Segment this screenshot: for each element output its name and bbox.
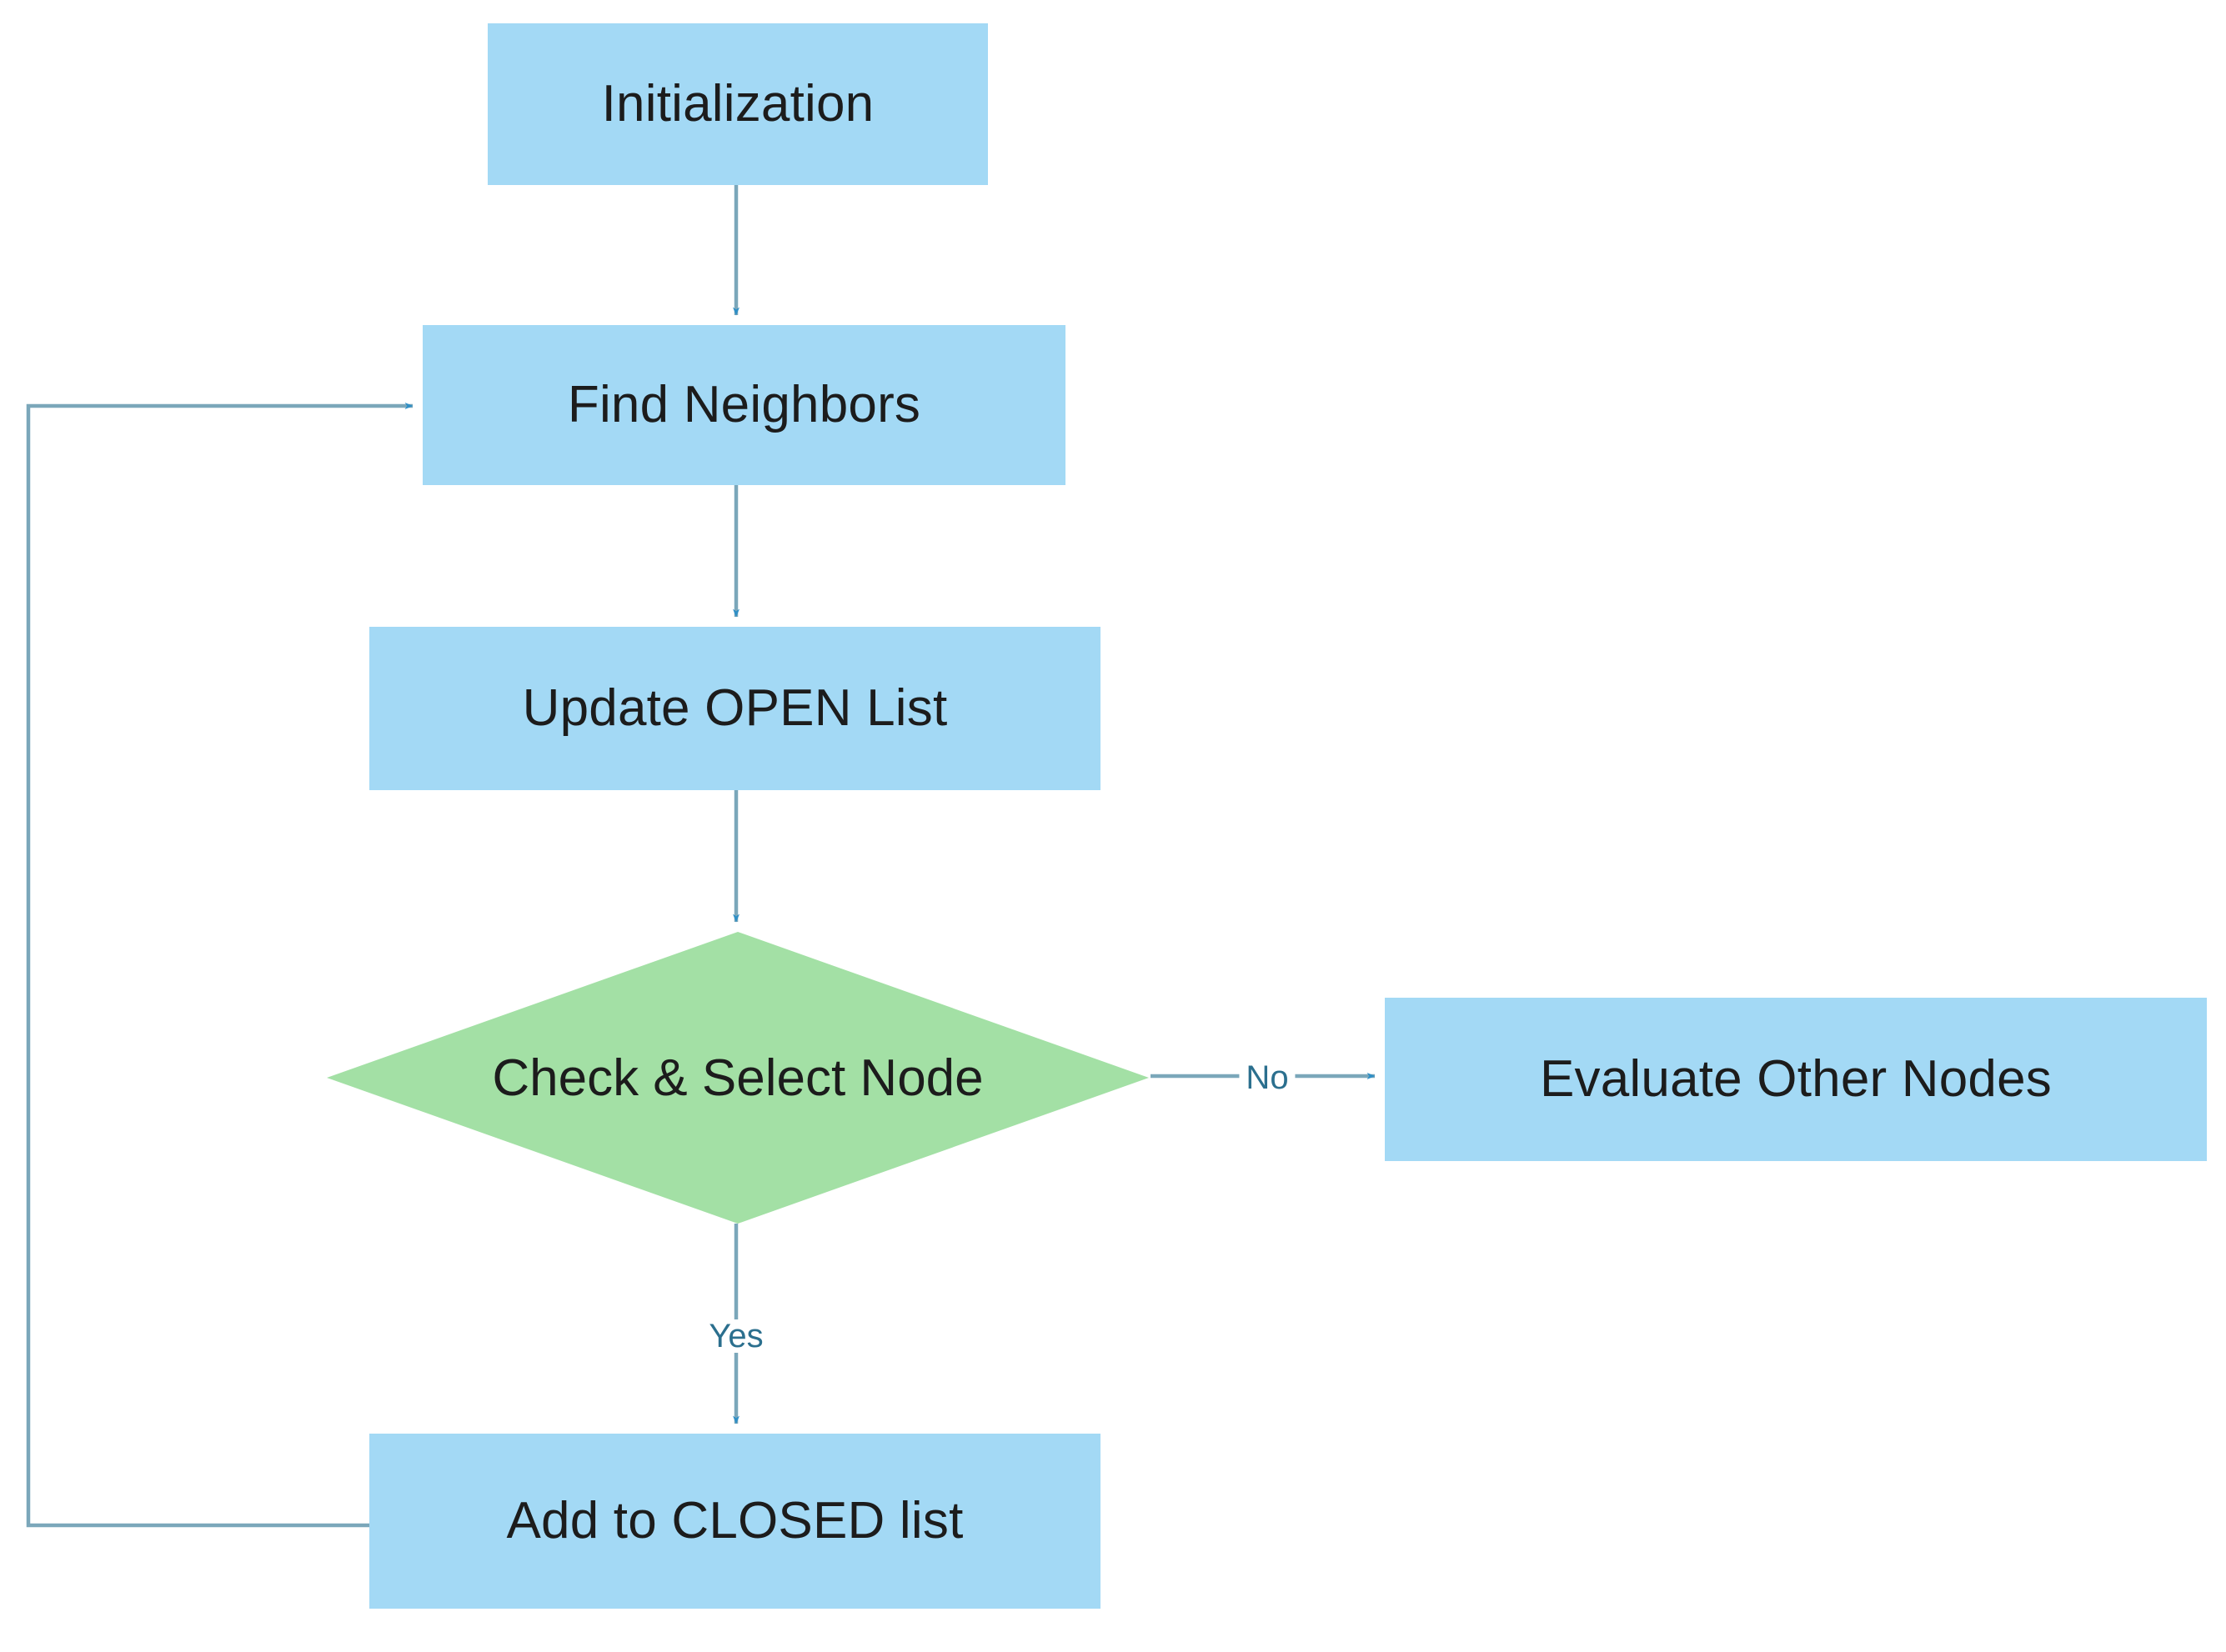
node-update-open-list-label: Update OPEN List: [522, 679, 948, 738]
node-find-neighbors-label: Find Neighbors: [567, 376, 921, 434]
node-check-select-node-label: Check & Select Node: [492, 1049, 984, 1107]
node-evaluate-other-nodes-label: Evaluate Other Nodes: [1539, 1050, 2052, 1109]
node-initialization[interactable]: Initialization: [488, 23, 988, 185]
node-evaluate-other-nodes[interactable]: Evaluate Other Nodes: [1385, 998, 2207, 1161]
node-find-neighbors[interactable]: Find Neighbors: [423, 325, 1065, 485]
node-check-select-node[interactable]: Check & Select Node: [327, 932, 1149, 1224]
edge-label-no: No: [1239, 1061, 1296, 1094]
node-initialization-label: Initialization: [601, 75, 875, 133]
node-update-open-list[interactable]: Update OPEN List: [369, 627, 1100, 790]
edge-label-yes: Yes: [702, 1319, 770, 1353]
node-add-to-closed-list[interactable]: Add to CLOSED list: [369, 1434, 1100, 1609]
decision-diamond-shape: [327, 932, 1149, 1224]
node-add-to-closed-list-label: Add to CLOSED list: [506, 1492, 964, 1550]
